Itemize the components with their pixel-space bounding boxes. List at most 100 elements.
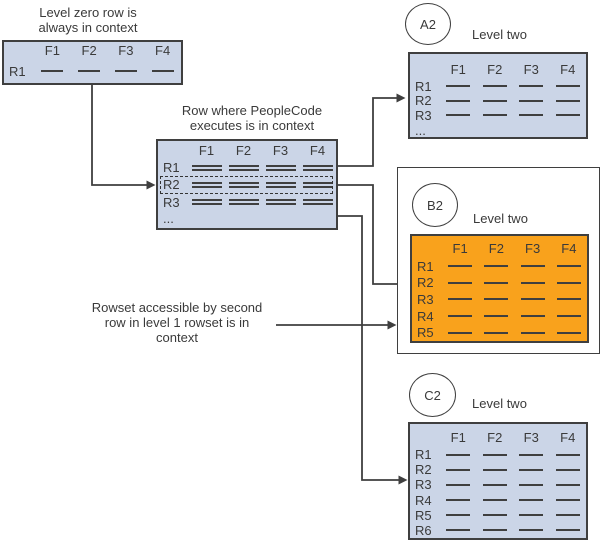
field-value-dash xyxy=(440,114,477,117)
b2-context-box: B2 Level two F1 F2 F3 F4 R1 R2 xyxy=(397,167,600,354)
row-label: R5 xyxy=(417,325,434,341)
field-value-dash xyxy=(551,315,587,318)
field-value-dash xyxy=(477,468,514,471)
row-label: R3 xyxy=(163,194,180,210)
field-value-dash xyxy=(551,331,587,334)
table-row-ellipsis: ... xyxy=(410,123,586,138)
field-value-dash xyxy=(34,70,71,72)
field-value-dash xyxy=(551,298,587,301)
caption-level-zero: Level zero row is always in context xyxy=(38,5,138,35)
field-value-dash xyxy=(515,265,551,268)
column-header: F2 xyxy=(235,142,252,158)
field-value-dash xyxy=(144,70,181,72)
field-value-dash xyxy=(262,164,299,171)
column-header: F3 xyxy=(523,62,539,77)
field-value-dash xyxy=(188,199,225,206)
row-label: R1 xyxy=(415,78,432,94)
row-label: R2 xyxy=(415,462,432,478)
column-header: F2 xyxy=(487,430,503,445)
table-row: R1 xyxy=(158,159,336,176)
field-value-dash xyxy=(440,468,477,471)
row-label: R2 xyxy=(163,177,180,193)
row-label: R4 xyxy=(415,492,432,508)
row-label: R1 xyxy=(9,63,26,79)
field-value-dash xyxy=(550,468,587,471)
table-header: F1 F2 F3 F4 xyxy=(158,141,336,159)
table-row: R4 xyxy=(412,308,587,325)
field-value-dash xyxy=(515,298,551,301)
field-value-dash xyxy=(442,265,478,268)
column-header: F4 xyxy=(560,430,576,445)
field-value-dash xyxy=(550,453,587,456)
field-value-dash xyxy=(551,281,587,284)
row-label: R4 xyxy=(417,308,434,324)
table-row: R1 xyxy=(4,59,181,83)
field-value-dash xyxy=(550,85,587,88)
row-label: R1 xyxy=(415,447,432,463)
field-value-dash xyxy=(225,181,262,188)
field-value-dash xyxy=(442,298,478,301)
table-row: R3 xyxy=(412,291,587,308)
field-value-dash xyxy=(477,529,514,532)
row-label: ... xyxy=(163,210,174,226)
table-row: R3 xyxy=(410,477,586,492)
table-header: F1 F2 F3 F4 xyxy=(412,236,587,258)
field-value-dash xyxy=(440,499,477,502)
table-row: R5 xyxy=(412,324,587,341)
field-value-dash xyxy=(477,499,514,502)
field-value-dash xyxy=(442,315,478,318)
badge-label: C2 xyxy=(424,387,441,403)
row-label: R6 xyxy=(415,522,432,538)
field-value-dash xyxy=(478,315,514,318)
row-label: R1 xyxy=(417,258,434,274)
row-label: R3 xyxy=(415,107,432,123)
field-value-dash xyxy=(551,265,587,268)
row-label: ... xyxy=(415,122,426,138)
badge-b2: B2 xyxy=(412,183,458,227)
field-value-dash xyxy=(513,114,550,117)
badge-c2: C2 xyxy=(409,373,456,417)
field-value-dash xyxy=(440,529,477,532)
column-header: F1 xyxy=(450,62,466,77)
field-value-dash xyxy=(71,70,108,72)
field-value-dash xyxy=(513,99,550,102)
field-value-dash xyxy=(188,181,225,188)
field-value-dash xyxy=(442,281,478,284)
table-row-highlighted: R2 xyxy=(158,176,336,194)
field-value-dash xyxy=(515,315,551,318)
table-row: R2 xyxy=(410,462,586,477)
row-label: R5 xyxy=(415,507,432,523)
table-header: F1 F2 F3 F4 xyxy=(410,54,586,79)
field-value-dash xyxy=(478,265,514,268)
table-level0: F1 F2 F3 F4 R1 xyxy=(2,40,183,85)
caption-level-two-c2: Level two xyxy=(472,396,527,411)
column-header: F3 xyxy=(118,43,134,58)
table-header: F1 F2 F3 F4 xyxy=(410,424,586,447)
field-value-dash xyxy=(513,483,550,486)
field-value-dash xyxy=(477,483,514,486)
field-value-dash xyxy=(225,164,262,171)
table-row: R3 xyxy=(410,108,586,123)
field-value-dash xyxy=(550,483,587,486)
row-label: R3 xyxy=(417,291,434,307)
field-value-dash xyxy=(515,331,551,334)
table-row: R2 xyxy=(412,275,587,292)
table-row: R1 xyxy=(412,258,587,275)
column-header: F4 xyxy=(560,62,576,77)
field-value-dash xyxy=(478,298,514,301)
table-row: R3 xyxy=(158,194,336,211)
column-header: F4 xyxy=(155,43,171,58)
field-value-dash xyxy=(225,199,262,206)
badge-label: A2 xyxy=(420,16,436,32)
column-header: F3 xyxy=(523,430,539,445)
table-row: R2 xyxy=(410,93,586,108)
field-value-dash xyxy=(477,514,514,517)
connector-level1r3-to-c2 xyxy=(336,215,408,485)
table-row-ellipsis: ... xyxy=(158,211,336,228)
field-value-dash xyxy=(440,85,477,88)
field-value-dash xyxy=(262,199,299,206)
field-value-dash xyxy=(515,281,551,284)
field-value-dash xyxy=(477,453,514,456)
field-value-dash xyxy=(478,281,514,284)
